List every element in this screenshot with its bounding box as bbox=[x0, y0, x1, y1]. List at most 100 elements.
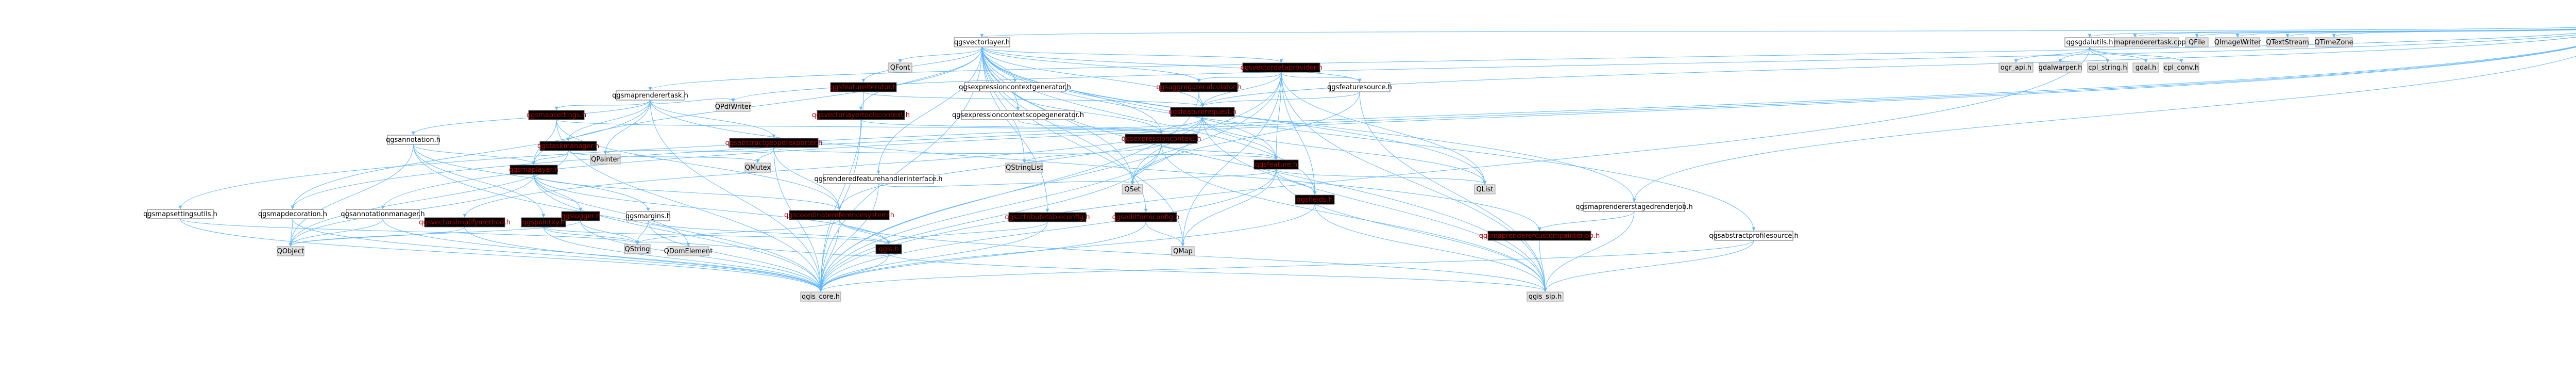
edge-qgsvectordataprovider_h-to-qmap bbox=[1181, 72, 1282, 247]
edge-qgspointxy_h-to-qstring bbox=[543, 226, 639, 245]
edge-qgsannotationmanager_h-to-qgis_core_h bbox=[382, 218, 823, 292]
node-qgsvectorlayertoolscontext-h[interactable]: qgsvectorlayertoolscontext.h bbox=[812, 110, 910, 120]
edge-qgsfeaturesource_h-to-qset bbox=[1130, 91, 1360, 185]
edge-qgsmargins_h-to-qgis_core_h bbox=[648, 220, 823, 292]
edge-root-to-qgsannotationmanager_h bbox=[381, 46, 2576, 209]
edge-qgsexpressioncontext_h-to-qset bbox=[1130, 143, 1162, 185]
node-qgsmaprenderertask-h[interactable]: qgsmaprenderertask.h bbox=[612, 90, 688, 101]
node-qgis-h[interactable]: qgis.h bbox=[875, 244, 902, 254]
node-qgsrenderedfeaturehandlerinterface-h[interactable]: qgsrenderedfeaturehandlerinterface.h bbox=[814, 174, 943, 184]
node-qgsfeature-h[interactable]: qgsfeature.h bbox=[1253, 159, 1299, 170]
node-label: qgsattributetableconfig.h bbox=[1005, 214, 1090, 221]
node-qgsattributetableconfig-h[interactable]: qgsattributetableconfig.h bbox=[1005, 212, 1090, 222]
edge-qgsvectorlayer_h-to-qgis_core_h bbox=[819, 46, 982, 292]
edge-qgsfeaturerequest_h-to-qgis_sip_h bbox=[1202, 116, 1547, 292]
node-label: qgsvectorsimplifymethod.h bbox=[419, 219, 511, 226]
edge-qgstaskmanager_h-to-qgsmaplayer_h bbox=[532, 150, 569, 165]
node-qgsmargins-h[interactable]: qgsmargins.h bbox=[625, 211, 671, 221]
node-qgsexpressioncontext-h[interactable]: qgsexpressioncontext.h bbox=[1122, 134, 1201, 144]
edge-qgsabstractgeopdfexporter_h-to-qmutex bbox=[756, 147, 774, 163]
edge-qgsvectorlayertoolscontext_h-to-qgsexpressioncontext_h bbox=[860, 119, 1163, 134]
edge-qgsfields_h-to-qgis_core_h bbox=[819, 204, 1315, 292]
node-label: qgis.h bbox=[878, 246, 899, 253]
edge-qgsvectordataprovider_h-to-qgsaggregatecalculator_h bbox=[1197, 72, 1282, 83]
edge-qgsmaprenderertask_h-to-qgsabstractgeopdfexporter_h bbox=[650, 100, 776, 138]
node-label: qgsannotationmanager.h bbox=[341, 210, 425, 218]
node-qgsannotation-h[interactable]: qgsannotation.h bbox=[386, 135, 440, 145]
node-qgsfeaturesource-h[interactable]: qgsfeaturesource.h bbox=[1327, 82, 1392, 92]
node-qgspointxy-h[interactable]: qgspointxy.h bbox=[521, 217, 566, 227]
edge-qgsfields_h-to-qgis_sip_h bbox=[1314, 204, 1547, 292]
node-qgstaskmanager-h[interactable]: qgstaskmanager.h bbox=[537, 141, 599, 151]
node-qgsabstractgeopdfexporter-h[interactable]: qgsabstractgeopdfexporter.h bbox=[725, 138, 823, 148]
edge-qgscoordinatereferencesystem_h-to-qgis_h bbox=[839, 219, 891, 245]
edge-qgsexpressioncontext_h-to-qgsfeature_h bbox=[1161, 143, 1278, 160]
edge-qgsmapsettings_h-to-qgis_core_h bbox=[556, 119, 823, 292]
node-qgsexpressioncontextscopegenerator-h[interactable]: qgsexpressioncontextscopegenerator.h bbox=[952, 110, 1084, 120]
edge-qgsmaprenderertask_h-to-qpainter bbox=[603, 100, 651, 155]
node-label: qgsmapdecoration.h bbox=[258, 210, 327, 218]
edge-qgsfeatureiterator_h-to-qgis_core_h bbox=[819, 91, 864, 292]
node-qgsannotationmanager-h[interactable]: qgsannotationmanager.h bbox=[341, 209, 425, 219]
edge-qgsmaplayer_h-to-qdomelement bbox=[533, 174, 690, 247]
edge-qgsgdalutils_h-to-gdal_h bbox=[2089, 46, 2148, 63]
edge-root-to-qtimezone bbox=[2332, 29, 2576, 38]
node-qgsgdalutils-h[interactable]: qgsgdalutils.h bbox=[2064, 37, 2115, 47]
node-qgsvectorsimplifymethod-h[interactable]: qgsvectorsimplifymethod.h bbox=[419, 217, 511, 227]
node-label: cpl_string.h bbox=[2088, 64, 2127, 72]
edge-qgsfeaturerequest_h-to-qgsfeature_h bbox=[1202, 116, 1278, 160]
node-label: QImageWriter bbox=[2214, 39, 2261, 46]
node-qgsfeatureiterator-h[interactable]: qgsfeatureiterator.h bbox=[830, 82, 897, 92]
node-qgscoordinatereferencesystem-h[interactable]: qgscoordinatereferencesystem.h bbox=[784, 210, 894, 220]
node-qset: QSet bbox=[1122, 184, 1143, 194]
node-qgseditformconfig-h[interactable]: qgseditformconfig.h bbox=[1112, 212, 1180, 222]
node-qgsabstractprofilesource-h[interactable]: qgsabstractprofilesource.h bbox=[1709, 231, 1799, 241]
node-qgsmaprendererstagedrenderjob-h[interactable]: qgsmaprendererstagedrenderjob.h bbox=[1575, 202, 1693, 212]
node-qgsmaplayer-h[interactable]: qgsmaplayer.h bbox=[509, 165, 558, 175]
node-qgsvectorlayer-h[interactable]: qgsvectorlayer.h bbox=[954, 37, 1010, 47]
node-qgsmapsettingsutils-h[interactable]: qgsmapsettingsutils.h bbox=[143, 209, 217, 219]
node-qgslogger-h[interactable]: qgslogger.h bbox=[561, 211, 600, 221]
node-label: qgslogger.h bbox=[561, 213, 600, 220]
edge-qgsaggregatecalculator_h-to-qgis_core_h bbox=[819, 91, 1199, 292]
node-qfile: QFile bbox=[2185, 37, 2209, 47]
node-qgsfields-h[interactable]: qgsfields.h bbox=[1295, 194, 1335, 205]
edge-qgscoordinatereferencesystem_h-to-qstring bbox=[635, 219, 840, 245]
node-qgsfeaturerequest-h[interactable]: qgsfeaturerequest.h bbox=[1168, 107, 1236, 117]
edge-qgsvectorsimplifymethod_h-to-qgis_core_h bbox=[464, 226, 823, 292]
edge-qgsannotation_h-to-qgsmaplayer_h bbox=[413, 144, 536, 165]
node-qgsmapdecoration-h[interactable]: qgsmapdecoration.h bbox=[258, 209, 327, 219]
edge-qgsgdalutils_h-to-cpl_conv_h bbox=[2089, 46, 2183, 63]
edge-qgsmaprendererstagedrenderjob_h-to-qgis_sip_h bbox=[1543, 211, 1635, 292]
node-label: qgsmapsettings.h bbox=[527, 111, 586, 119]
edge-root-to-qgsmapdecoration_h bbox=[291, 46, 2576, 209]
node-qgis-core-h: qgis_core.h bbox=[800, 291, 841, 302]
node-label: qgsmaprenderercustompainterjob.h bbox=[1479, 232, 1600, 240]
node-qgsaggregatecalculator-h[interactable]: qgsaggregatecalculator.h bbox=[1156, 82, 1242, 92]
edge-qgsmapdecoration_h-to-qgis_core_h bbox=[292, 218, 823, 292]
node-label: QTimeZone bbox=[2314, 39, 2353, 46]
edge-qgsabstractprofilesource_h-to-qgis_core_h bbox=[819, 240, 1754, 292]
node-label: gdal.h bbox=[2136, 64, 2156, 72]
edge-qgsfeature_h-to-qgsfields_h bbox=[1276, 169, 1317, 195]
edge-qgsvectordataprovider_h-to-qgsfields_h bbox=[1281, 72, 1317, 195]
edge-qgsrenderedfeaturehandlerinterface_h-to-qgis_core_h bbox=[819, 183, 879, 292]
node-qtimezone: QTimeZone bbox=[2314, 37, 2353, 47]
edge-qgis_h-to-qstring bbox=[635, 240, 889, 256]
edge-qgseditformconfig_h-to-qmap bbox=[1145, 221, 1185, 247]
node-qgsmaprenderercustompainterjob-h[interactable]: qgsmaprenderercustompainterjob.h bbox=[1479, 231, 1600, 241]
node-label: QMutex bbox=[745, 164, 771, 172]
node-qgsmapsettings-h[interactable]: qgsmapsettings.h bbox=[527, 110, 586, 120]
edge-qgsvectorlayer_h-to-qfont bbox=[898, 46, 982, 63]
node-qmutex: QMutex bbox=[744, 162, 771, 173]
node-label: qgsfeature.h bbox=[1255, 161, 1298, 169]
edge-qgsmapsettingsutils_h-to-qstring bbox=[180, 218, 639, 245]
node-label: QDomElement bbox=[664, 248, 713, 255]
node-gdalwarper-h: gdalwarper.h bbox=[2039, 62, 2082, 73]
edge-qgis_h-to-qgis_core_h bbox=[819, 253, 889, 292]
edge-qgsfeature_h-to-qgis_sip_h bbox=[1276, 169, 1547, 292]
edge-qgsabstractgeopdfexporter_h-to-qgscoordinatereferencesystem_h bbox=[773, 147, 841, 210]
node-qgsexpressioncontextgenerator-h[interactable]: qgsexpressioncontextgenerator.h bbox=[959, 82, 1071, 92]
node-qgsvectordataprovider-h[interactable]: qgsvectordataprovider.h bbox=[1241, 62, 1323, 73]
node-label: qgstaskmanager.h bbox=[537, 142, 599, 150]
